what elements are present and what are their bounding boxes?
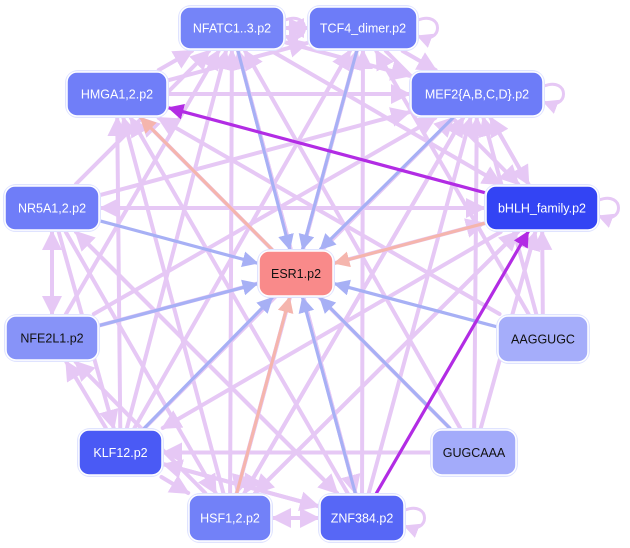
edge-znf384-to-esr1: [298, 296, 357, 495]
self-loop-mef2: [542, 82, 565, 114]
node-box: [485, 185, 599, 231]
node-label: ESR1.p2: [271, 267, 321, 281]
edge-tcf4-to-mef2: [400, 49, 438, 72]
edge-bhlh-to-hmga: [167, 103, 486, 195]
node-label: HMGA1,2.p2: [81, 88, 153, 102]
node-bhlh[interactable]: bHLH_family.p2: [484, 184, 600, 232]
edge-bhlh-to-esr1: [333, 221, 486, 268]
node-box: [497, 315, 589, 363]
node-box: [66, 71, 168, 117]
edge-nfe2l1-to-mef2: [91, 116, 438, 316]
edge-hsf-to-nfatc: [221, 49, 242, 495]
edge-nr5a-to-esr1: [99, 219, 259, 268]
node-box: [410, 71, 544, 117]
node-nr5a[interactable]: NR5A1,2.p2: [3, 184, 101, 232]
edge-gugcaaa-to-nfatc: [243, 49, 463, 430]
node-aaggugc[interactable]: AAGGUGC: [496, 314, 590, 364]
node-label: GUGCAAA: [443, 446, 506, 460]
node-box: [258, 250, 334, 297]
self-loop-bhlh: [597, 196, 620, 228]
edge-znf384-to-bhlh: [374, 230, 530, 495]
node-hsf[interactable]: HSF1,2.p2: [187, 493, 273, 543]
edge-znf384-to-tcf4: [352, 49, 373, 495]
edge-bhlh-to-klf12: [160, 230, 503, 430]
node-label: MEF2{A,B,C,D}.p2: [425, 88, 529, 102]
node-nfe2l1[interactable]: NFE2L1.p2: [4, 314, 100, 362]
edge-mef2-to-hsf: [242, 116, 466, 495]
node-label: NR5A1,2.p2: [18, 202, 86, 216]
node-box: [308, 6, 418, 50]
node-label: NFATC1..3.p2: [193, 22, 271, 36]
edge-esr1-to-hmga: [139, 116, 274, 251]
node-box: [188, 494, 272, 542]
edge-nr5a-to-hsf: [63, 230, 218, 495]
node-box: [179, 6, 285, 50]
node-nfatc[interactable]: NFATC1..3.p2: [178, 5, 286, 51]
node-tcf4[interactable]: TCF4_dimer.p2: [307, 5, 419, 51]
node-box: [431, 429, 517, 476]
node-box: [5, 315, 99, 361]
node-hmga[interactable]: HMGA1,2.p2: [65, 70, 169, 118]
edge-klf12-to-nfatc: [124, 49, 232, 430]
edge-klf12-to-esr1: [142, 296, 274, 430]
self-loop-nfatc: [283, 16, 306, 48]
node-box: [319, 494, 405, 542]
node-label: KLF12.p2: [93, 446, 147, 460]
node-label: AAGGUGC: [511, 333, 575, 347]
edge-nfe2l1-to-esr1: [98, 279, 259, 327]
edge-klf12-to-tcf4: [132, 49, 352, 430]
node-label: bHLH_family.p2: [498, 202, 586, 216]
edge-hsf-to-esr1: [235, 296, 294, 495]
node-box: [4, 185, 100, 231]
edge-aaggugc-to-esr1: [333, 279, 498, 329]
edge-layer: [42, 18, 553, 528]
node-klf12[interactable]: KLF12.p2: [77, 428, 164, 477]
node-label: HSF1,2.p2: [200, 512, 260, 526]
node-gugcaaa[interactable]: GUGCAAA: [430, 428, 518, 477]
edge-mef2-to-esr1: [319, 116, 455, 251]
node-esr1[interactable]: ESR1.p2: [257, 249, 335, 298]
edge-klf12-to-hsf: [159, 475, 191, 495]
self-loop-znf384: [403, 506, 426, 538]
edge-nr5a-to-mef2: [99, 107, 411, 197]
node-mef2[interactable]: MEF2{A,B,C,D}.p2: [409, 70, 545, 118]
edge-hmga-to-nfatc: [156, 49, 194, 72]
edge-znf384-to-hmga: [128, 116, 350, 495]
node-box: [78, 429, 163, 476]
edge-aaggugc-to-hmga: [156, 116, 502, 316]
node-znf384[interactable]: ZNF384.p2: [318, 493, 406, 543]
self-loop-layer: [283, 16, 620, 538]
node-label: TCF4_dimer.p2: [320, 22, 406, 36]
node-label: NFE2L1.p2: [20, 332, 83, 346]
node-label: ZNF384.p2: [331, 512, 394, 526]
edge-nfatc-to-esr1: [236, 49, 294, 251]
self-loop-tcf4: [416, 16, 439, 48]
edge-aaggugc-to-bhlh: [532, 230, 553, 316]
